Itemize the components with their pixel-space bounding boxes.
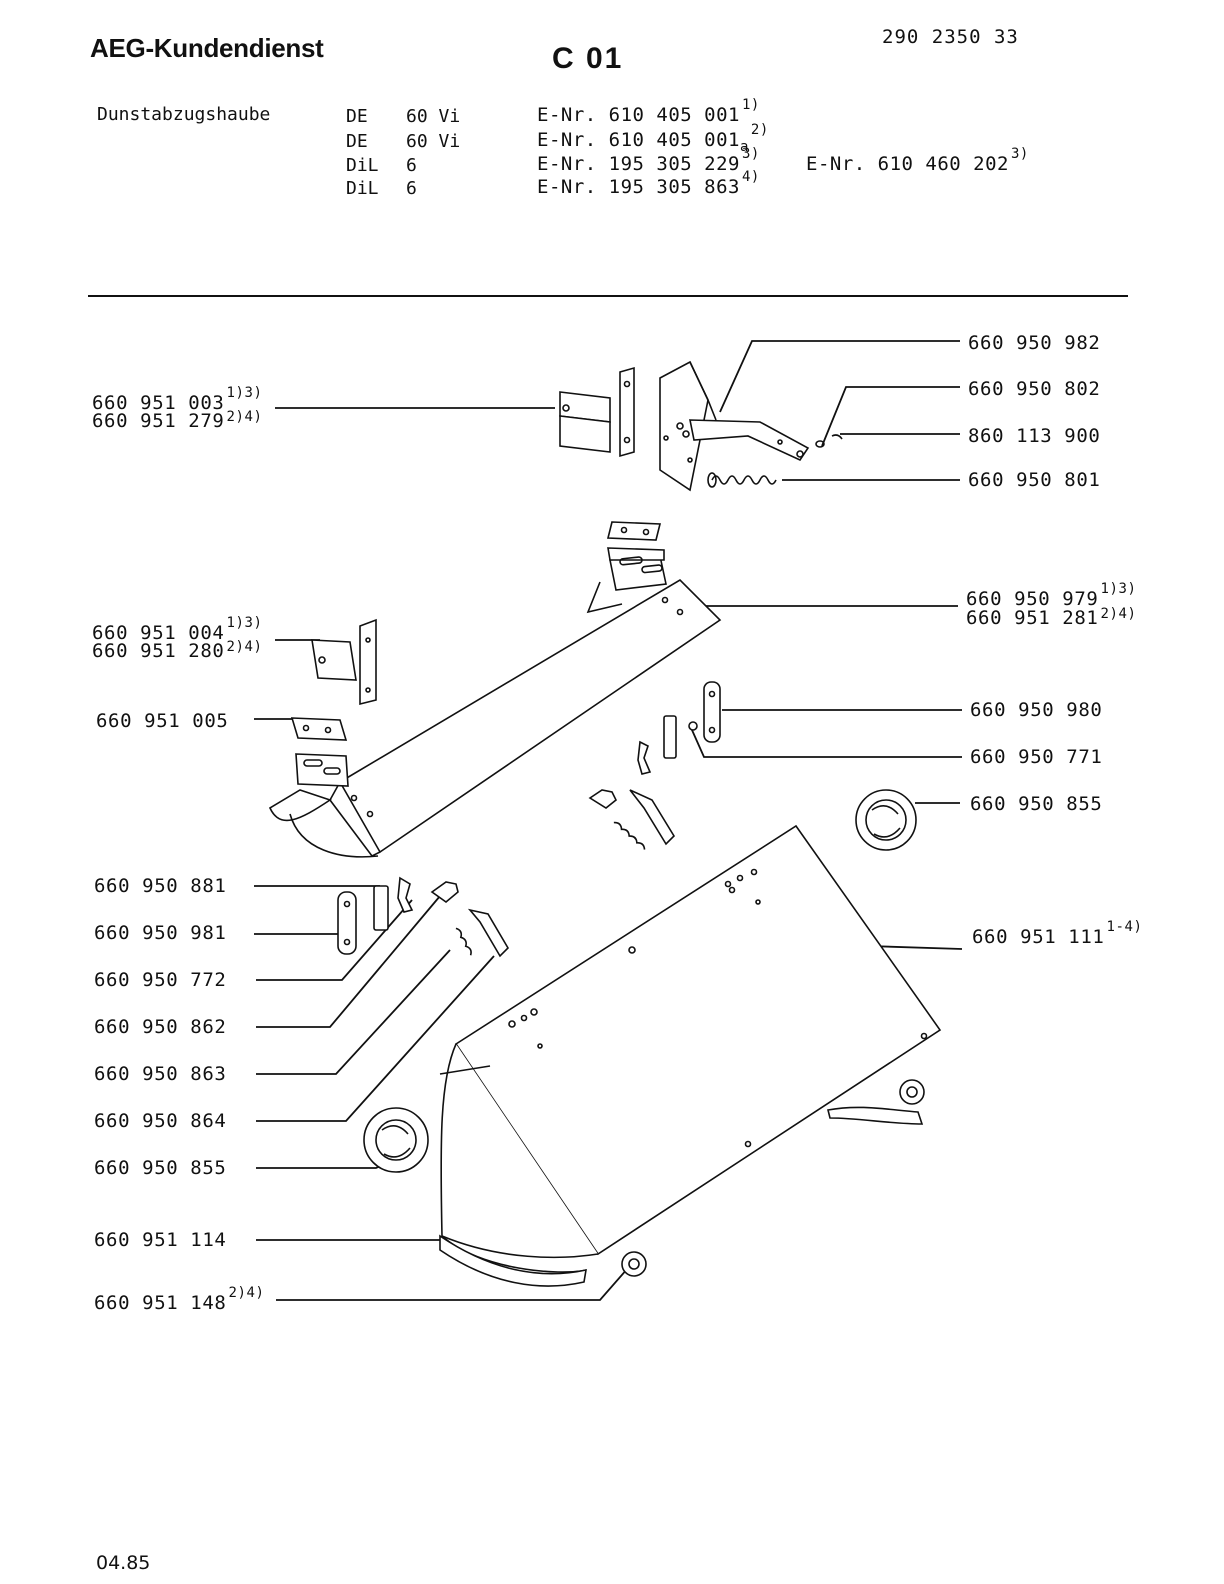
model-type-4: DiL xyxy=(346,178,379,199)
hinge-bracket-top xyxy=(559,366,635,458)
part-label-right-6: 660 950 980 xyxy=(970,699,1103,721)
footer-date: 04.85 xyxy=(96,1552,151,1574)
part-label-left-10: 660 950 855 xyxy=(94,1157,227,1179)
part-label-left-3: 660 951 005 xyxy=(96,710,229,732)
sheet-code: C 01 xyxy=(552,42,624,75)
part-label-right-2: 660 950 802 xyxy=(968,378,1101,400)
part-label-left-6: 660 950 772 xyxy=(94,969,227,991)
document-number: 290 2350 33 xyxy=(882,26,1019,48)
brand-title: AEG-Kundendienst xyxy=(90,33,324,63)
model-type-2: DE xyxy=(346,131,368,152)
hinge-bracket-lower xyxy=(311,618,377,706)
small-parts-lower-left xyxy=(337,876,510,1173)
model-type-1: DE xyxy=(346,106,368,127)
mounting-plates xyxy=(290,521,662,741)
model-size-2: 60 Vi xyxy=(406,131,461,152)
lever-assembly xyxy=(659,360,843,492)
model-type-3: DiL xyxy=(346,155,379,176)
product-name: Dunstabzugshaube xyxy=(97,104,271,125)
part-label-right-7: 660 950 771 xyxy=(970,746,1103,768)
slide-rails xyxy=(439,1079,925,1287)
model-size-4: 6 xyxy=(406,178,417,199)
rear-rail xyxy=(268,547,722,858)
part-label-left-5: 660 950 981 xyxy=(94,922,227,944)
part-label-right-1: 660 950 982 xyxy=(968,332,1101,354)
small-parts-center xyxy=(588,681,917,851)
part-label-left-8: 660 950 863 xyxy=(94,1063,227,1085)
part-label-right-8: 660 950 855 xyxy=(970,793,1103,815)
front-panel xyxy=(439,824,942,1273)
header-divider xyxy=(88,295,1128,297)
part-label-left-4: 660 950 881 xyxy=(94,875,227,897)
leader-lines-right xyxy=(686,340,963,950)
part-label-left-9: 660 950 864 xyxy=(94,1110,227,1132)
part-label-right-4: 660 950 801 xyxy=(968,469,1101,491)
part-label-left-11: 660 951 114 xyxy=(94,1229,227,1251)
model-enr-2: E-Nr. 610 405 001a2) xyxy=(537,122,769,155)
model-size-1: 60 Vi xyxy=(406,106,461,127)
part-label-right-3: 860 113 900 xyxy=(968,425,1101,447)
part-label-left-7: 660 950 862 xyxy=(94,1016,227,1038)
model-size-3: 6 xyxy=(406,155,417,176)
